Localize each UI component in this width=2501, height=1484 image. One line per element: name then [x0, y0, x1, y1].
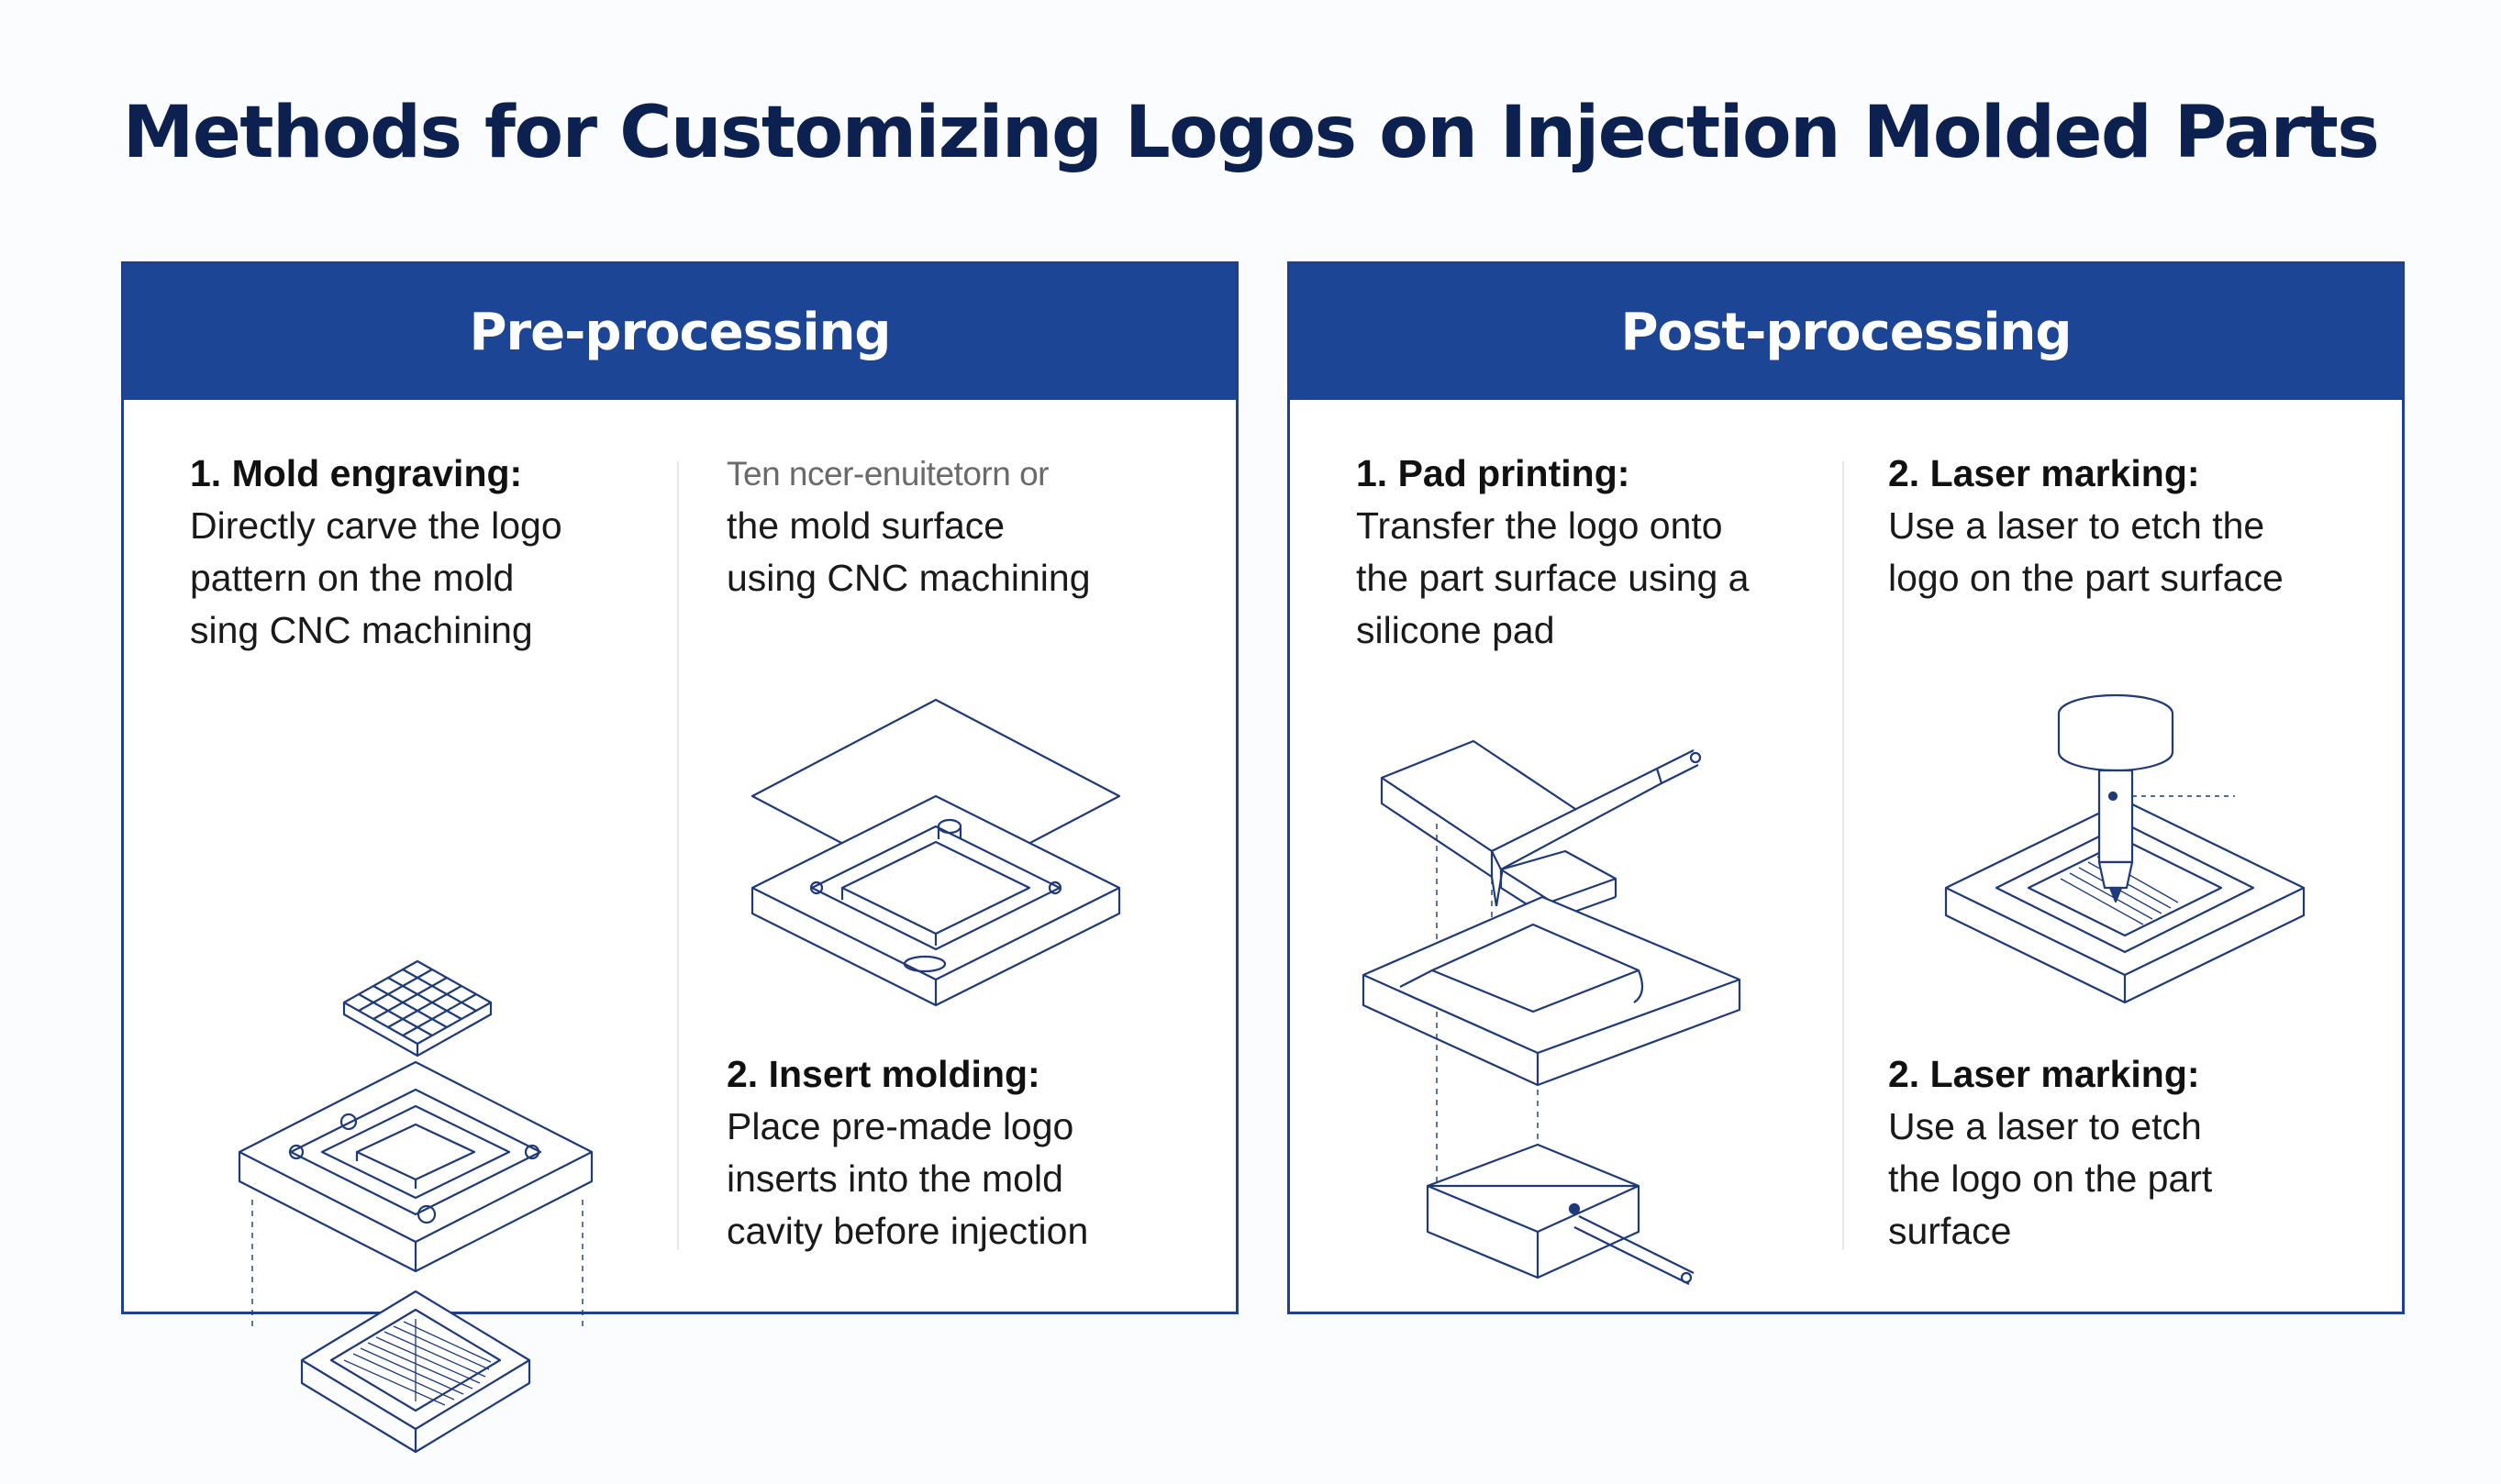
laser-marking-bottom-heading: 2. Laser marking: — [1888, 1053, 2200, 1095]
mold-block — [239, 1062, 592, 1271]
column-divider — [1842, 461, 1844, 1250]
insert-mold-block — [752, 796, 1119, 1005]
pad-printing-heading: 1. Pad printing: — [1356, 452, 1630, 494]
printed-part — [1428, 1145, 1694, 1284]
engraved-logo-plate — [302, 1291, 529, 1452]
post-processing-header: Post-processing — [1290, 264, 2402, 400]
insert-molding-heading: 2. Insert molding: — [727, 1053, 1040, 1095]
pad-printing-body: Transfer the logo onto the part surface … — [1356, 504, 1750, 651]
garbled-heading: Ten ncer-enuitetorn or — [727, 455, 1049, 493]
mold-engraving-body: Directly carve the logo pattern on the m… — [190, 504, 562, 651]
pre-processing-panel: Pre-processing 1. Mold engraving: Direct… — [121, 261, 1239, 1314]
garbled-body: the mold surface using CNC machining — [727, 504, 1091, 599]
mold-engraving-heading: 1. Mold engraving: — [190, 452, 523, 494]
engraving-grid-plate — [344, 961, 491, 1056]
pre-processing-header: Pre-processing — [124, 264, 1236, 400]
insert-molding-illustration — [743, 691, 1128, 1021]
column-divider — [677, 461, 679, 1250]
pad-printing-illustration — [1354, 695, 1813, 1484]
laser-marking-top-text: 2. Laser marking: Use a laser to etch th… — [1888, 448, 2284, 604]
laser-marking-illustration — [1932, 695, 2318, 1007]
garbled-text: Ten ncer-enuitetorn or the mold surface … — [727, 448, 1091, 604]
mold-engraving-text: 1. Mold engraving: Directly carve the lo… — [190, 448, 562, 657]
laser-marking-bottom-body: Use a laser to etch the logo on the part… — [1888, 1105, 2213, 1252]
laser-marking-bottom-text: 2. Laser marking: Use a laser to etch th… — [1888, 1048, 2212, 1257]
mold-engraving-illustration — [216, 686, 583, 1475]
pad-arm — [1492, 750, 1700, 920]
insert-molding-body: Place pre-made logo inserts into the mol… — [727, 1105, 1089, 1252]
laser-marking-top-heading: 2. Laser marking: — [1888, 452, 2200, 494]
pad-printing-text: 1. Pad printing: Transfer the logo onto … — [1356, 448, 1749, 657]
insert-molding-text: 2. Insert molding: Place pre-made logo i… — [727, 1048, 1088, 1257]
part-block — [1363, 897, 1740, 1085]
page-title: Methods for Customizing Logos on Injecti… — [122, 92, 2380, 174]
post-processing-panel: Post-processing 1. Pad printing: Transfe… — [1287, 261, 2405, 1314]
laser-head — [2059, 695, 2235, 902]
laser-marking-top-body: Use a laser to etch the logo on the part… — [1888, 504, 2284, 599]
